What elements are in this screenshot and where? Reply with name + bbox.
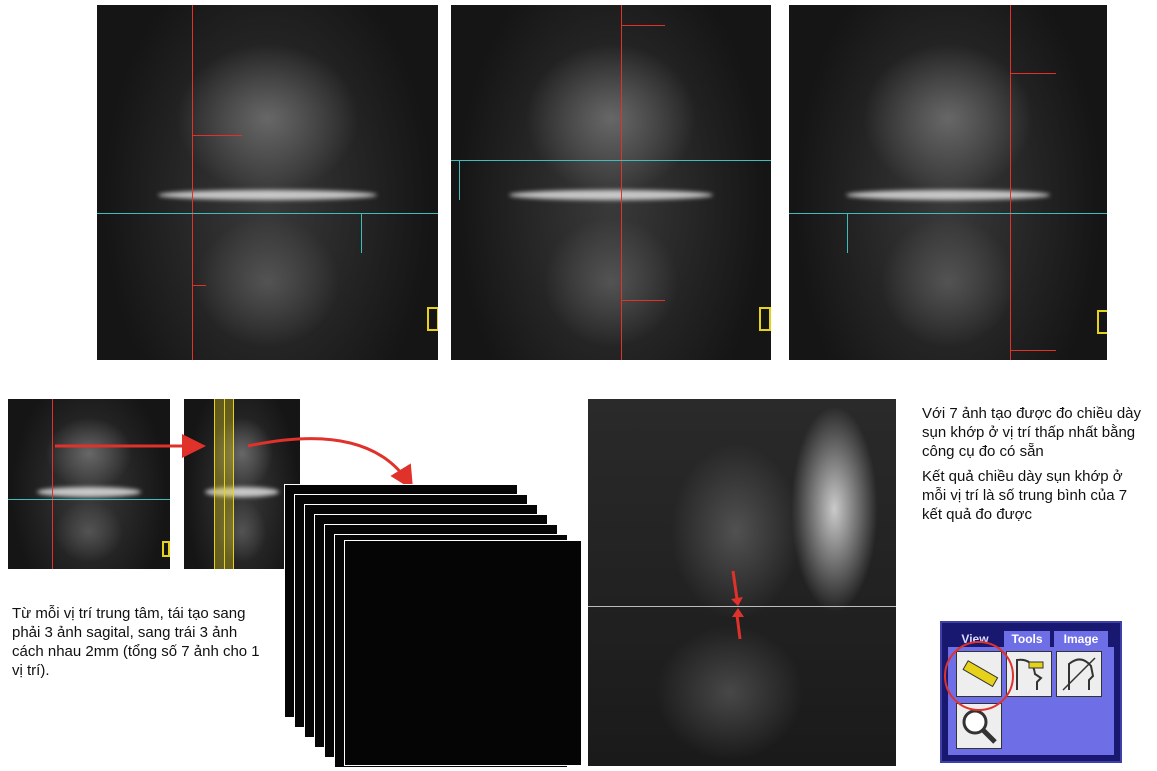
measure-tick	[847, 213, 848, 253]
cartilage-arrows	[588, 399, 896, 766]
highlight-circle	[944, 641, 1014, 711]
head-cross-icon	[1057, 652, 1101, 696]
caption-right-line1: Với 7 ảnh tạo được đo chiều dày sụn khớp…	[922, 404, 1142, 461]
small-coronal-image-2	[184, 399, 300, 569]
crosshair-horizontal	[789, 213, 1107, 214]
coronal-image-3	[789, 5, 1107, 360]
measure-tick	[621, 25, 665, 26]
measure-tick	[192, 285, 206, 286]
crosshair-vertical	[224, 399, 225, 569]
crosshair-vertical	[192, 5, 193, 360]
yellow-marker	[427, 307, 438, 331]
small-coronal-image-1	[8, 399, 170, 569]
tab-image[interactable]: Image	[1054, 631, 1108, 647]
coronal-image-1	[97, 5, 438, 360]
head-cross-button[interactable]	[1056, 651, 1102, 697]
coronal-image-2	[451, 5, 771, 360]
measure-tick	[192, 135, 242, 136]
measure-tick	[1010, 73, 1056, 74]
caption-right-line2: Kết quả chiều dày sụn khớp ở mỗi vị trí …	[922, 467, 1142, 524]
caption-left-text: Từ mỗi vị trí trung tâm, tái tạo sang ph…	[12, 604, 262, 680]
stack-frame-front	[344, 540, 582, 766]
sagittal-measure-image	[588, 399, 896, 766]
crosshair-horizontal	[451, 160, 771, 161]
crosshair-horizontal	[97, 213, 438, 214]
yellow-marker	[759, 307, 771, 331]
measure-tick	[459, 160, 460, 200]
measure-tick	[621, 300, 665, 301]
crosshair-horizontal	[8, 499, 170, 500]
tools-panel: View Tools Image	[940, 621, 1122, 763]
tab-tools[interactable]: Tools	[1004, 631, 1050, 647]
caption-right: Với 7 ảnh tạo được đo chiều dày sụn khớp…	[922, 404, 1142, 530]
crosshair-vertical	[52, 399, 53, 569]
crosshair-vertical	[621, 5, 622, 360]
measure-tick	[1010, 350, 1056, 351]
measure-tick	[361, 213, 362, 253]
yellow-marker	[162, 541, 170, 557]
caption-left: Từ mỗi vị trí trung tâm, tái tạo sang ph…	[12, 604, 262, 686]
crosshair-vertical	[1010, 5, 1011, 360]
yellow-marker	[1097, 310, 1107, 334]
